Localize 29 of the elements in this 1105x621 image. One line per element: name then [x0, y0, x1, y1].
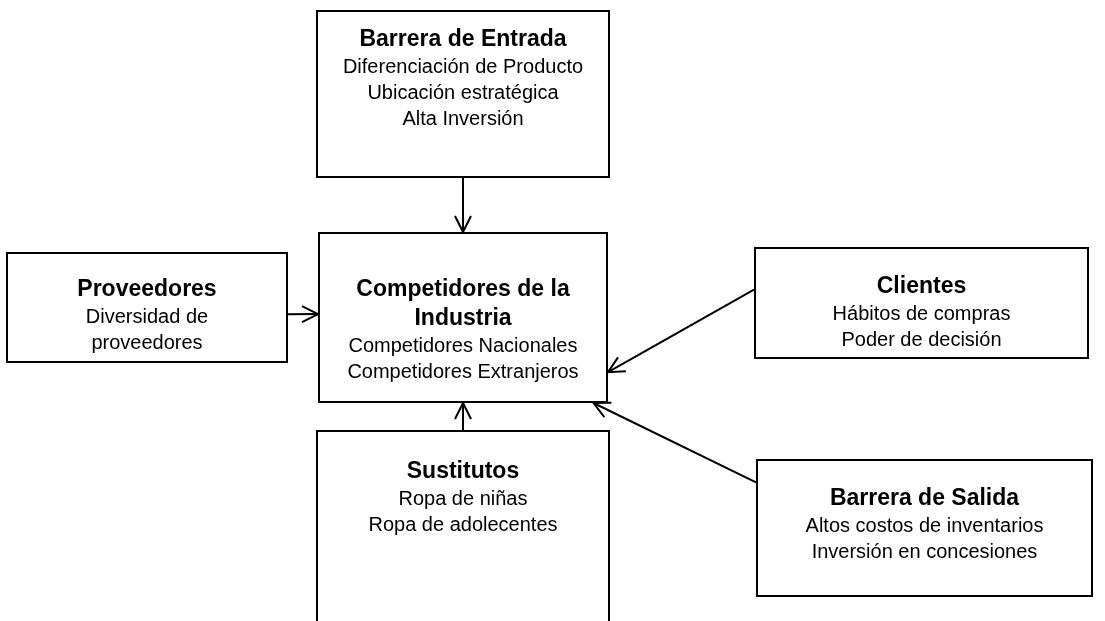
box-text: Poder de decisión — [841, 327, 1002, 352]
box-text: Alta Inversión — [402, 106, 524, 131]
box-text: Hábitos de compras — [832, 301, 1011, 326]
box-heading: Competidores de la Industria — [355, 274, 571, 332]
box-heading: Barrera de Salida — [829, 483, 1020, 512]
box-text: Altos costos de inventarios — [805, 513, 1044, 538]
box-text: Inversión en concesiones — [811, 539, 1038, 564]
box — [754, 247, 1089, 359]
box-heading: Proveedores — [77, 274, 217, 303]
box-heading: Barrera de Entrada — [359, 24, 567, 53]
arrow — [287, 305, 319, 324]
box-heading: Sustitutos — [406, 456, 520, 485]
box — [316, 10, 610, 178]
box — [318, 232, 608, 403]
box-heading: Clientes — [876, 271, 967, 300]
box-text: Diferenciación de Producto — [342, 54, 584, 79]
box — [316, 430, 610, 621]
box-text: Competidores Extranjeros — [347, 359, 579, 384]
box-text: Diversidad de proveedores — [84, 304, 210, 355]
box-text: Ubicación estratégica — [367, 80, 559, 105]
box-text: Ropa de adolecentes — [368, 512, 558, 537]
arrow — [454, 177, 472, 233]
box — [756, 459, 1093, 597]
arrow — [454, 402, 472, 431]
arrow — [607, 288, 755, 374]
arrow — [592, 401, 757, 484]
box-text: Ropa de niñas — [398, 486, 528, 511]
box-text: Competidores Nacionales — [348, 333, 578, 358]
box — [6, 252, 288, 363]
